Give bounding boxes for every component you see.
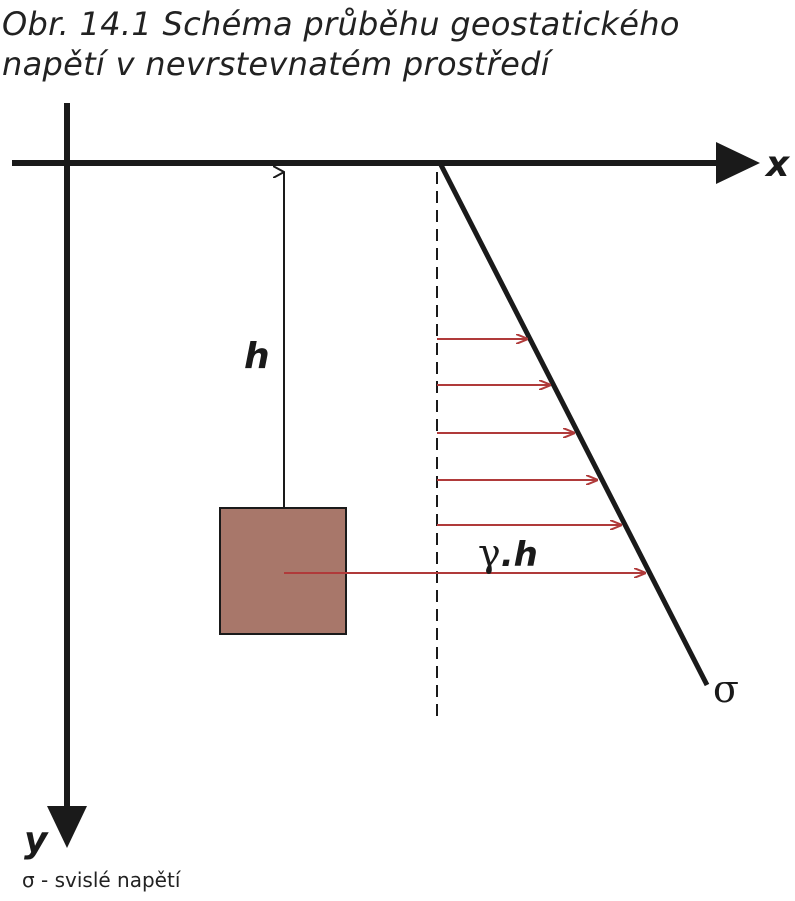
sigma-label: σ xyxy=(713,667,739,711)
gamma-symbol: γ xyxy=(478,531,501,575)
caption-line-1: Obr. 14.1 Schéma průběhu geostatického xyxy=(2,5,680,43)
figure-caption: Obr. 14.1 Schéma průběhu geostatického n… xyxy=(2,4,792,84)
dot-h-symbol: .h xyxy=(501,535,538,575)
x-axis-label: x xyxy=(764,144,791,185)
depth-label: h xyxy=(244,336,270,377)
caption-line-2: napětí v nevrstevnatém prostředí xyxy=(2,45,550,83)
legend-footnote: σ - svislé napětí xyxy=(22,868,181,892)
soil-element xyxy=(219,507,347,635)
y-axis-label: y xyxy=(24,820,49,861)
y-axis-arrowhead xyxy=(47,806,87,848)
x-axis-arrowhead xyxy=(716,142,760,184)
stress-distribution-line xyxy=(437,161,710,687)
stress-value-label: γ.h xyxy=(478,531,538,575)
